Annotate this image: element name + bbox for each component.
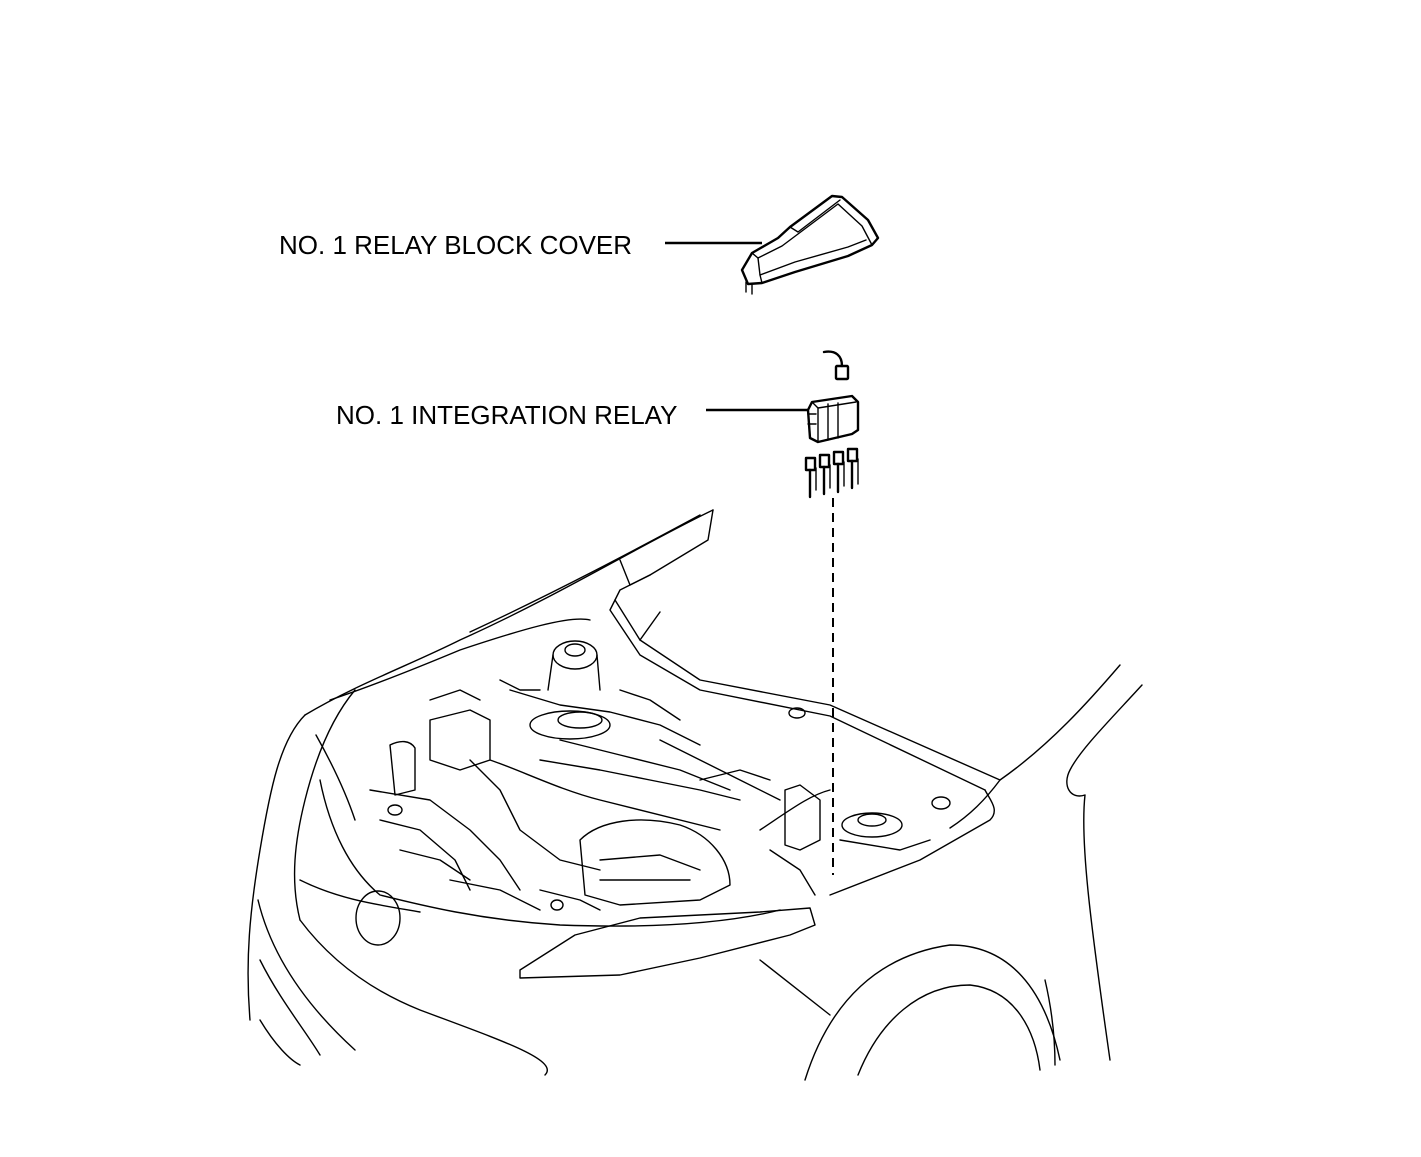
integration-relay-part [804,350,860,499]
vehicle-engine-compartment [247,509,1143,1081]
relay-block-cover-part [740,194,880,295]
integration-relay-label: NO. 1 INTEGRATION RELAY [336,400,678,430]
relay-block-cover-label: NO. 1 RELAY BLOCK COVER [279,230,633,260]
